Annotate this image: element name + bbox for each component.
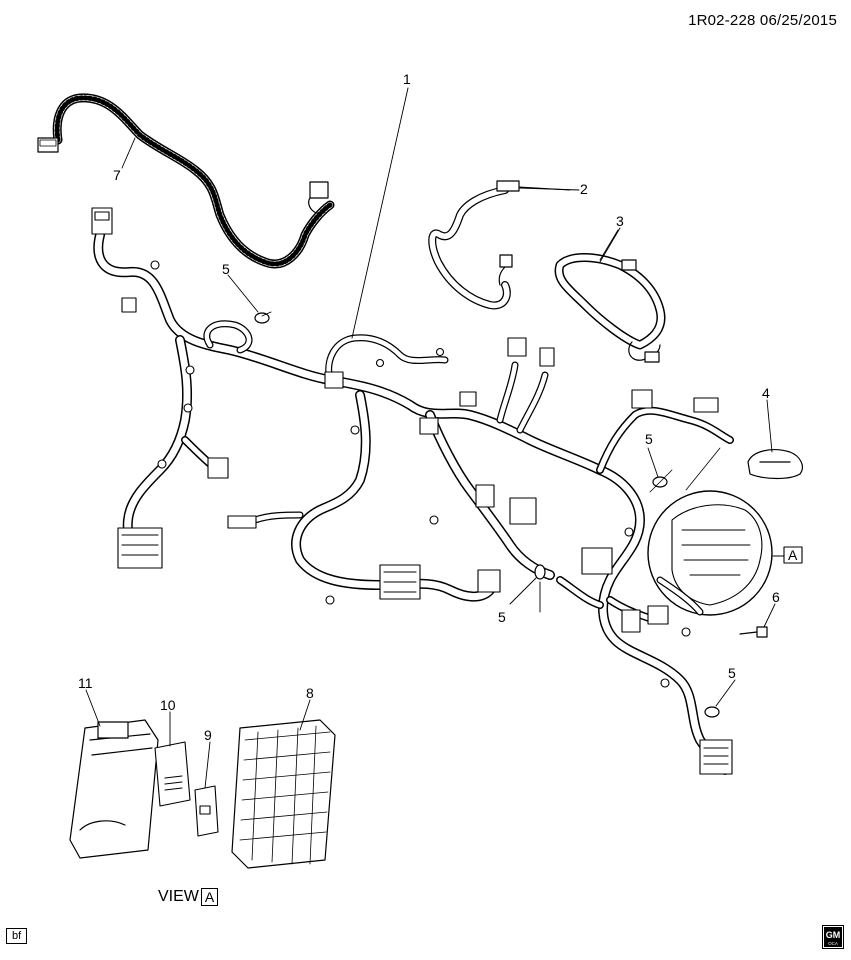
callout-3: 3 <box>616 213 624 229</box>
cover-11 <box>69 719 159 859</box>
fuse-block-8 <box>231 719 336 869</box>
view-label-marker: A <box>200 888 219 906</box>
callout-6: 6 <box>772 589 780 605</box>
gm-logo-text: GM <box>826 930 841 940</box>
detail-a-circle <box>647 447 773 616</box>
callout-4: 4 <box>762 385 770 401</box>
callout-8: 8 <box>306 685 314 701</box>
bolt-6 <box>739 626 768 638</box>
harness-1-main <box>93 230 734 775</box>
gm-logo-subtext: OCA <box>828 941 838 946</box>
harness-clips <box>150 260 691 688</box>
callout-numbers: 1 2 3 4 5 5 5 5 6 7 8 9 10 11 A <box>78 71 798 743</box>
harness-connectors <box>91 207 733 775</box>
leader-lines <box>85 87 785 789</box>
label-9 <box>194 785 219 837</box>
grommet-5 <box>254 312 720 718</box>
detail-a-marker: A <box>788 547 798 563</box>
gm-logo-icon: GM OCA <box>822 925 844 949</box>
callout-5a: 5 <box>222 261 230 277</box>
detail-a-marker-box <box>783 546 803 564</box>
callout-11: 11 <box>78 675 93 691</box>
callout-2: 2 <box>580 181 588 197</box>
callout-9: 9 <box>204 727 212 743</box>
view-a-label: VIEW A <box>158 888 219 906</box>
view-label-text: VIEW <box>158 888 199 905</box>
diagram-reference: 1R02-228 06/25/2015 <box>688 12 837 29</box>
callout-5d: 5 <box>728 665 736 681</box>
callout-5c: 5 <box>498 609 506 625</box>
callout-10: 10 <box>160 697 176 713</box>
callout-7: 7 <box>113 167 121 183</box>
harness-7 <box>37 93 335 269</box>
label-10 <box>154 741 191 807</box>
harness-3 <box>554 229 666 363</box>
footer-code: bf <box>6 928 28 944</box>
harness-2 <box>428 180 571 310</box>
callout-5b: 5 <box>645 431 653 447</box>
callout-1: 1 <box>403 71 411 87</box>
bracket-4 <box>747 449 803 480</box>
